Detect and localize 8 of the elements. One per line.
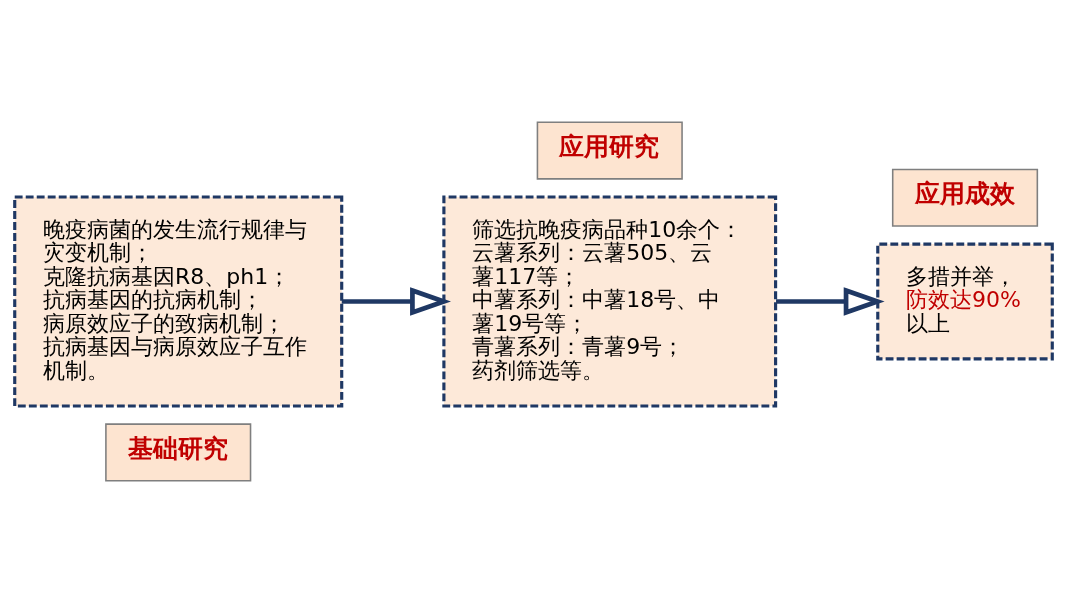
node-box: 应用成效 — [891, 168, 1039, 227]
node-box: 多措并举， 防效达90% 以上 — [876, 242, 1054, 361]
arrow — [341, 287, 451, 316]
node-box: 筛选抗晚疫病品种10余个： 云薯系列：云薯505、云薯117等； 中薯系列：中薯18号、中薯19号等； 青薯系列：青薯9号； 药剂筛选等。 — [442, 195, 778, 408]
node-box: 应用研究 — [536, 121, 683, 180]
arrow — [776, 287, 885, 316]
node-box: 基础研究 — [105, 423, 252, 482]
node-box: 晚疫病菌的发生流行规律与灾变机制； 克隆抗病基因R8、ph1； 抗病基因的抗病机制； 病原效应子的致病机制； 抗病基因与病原效应子互作机制。 — [13, 195, 344, 408]
